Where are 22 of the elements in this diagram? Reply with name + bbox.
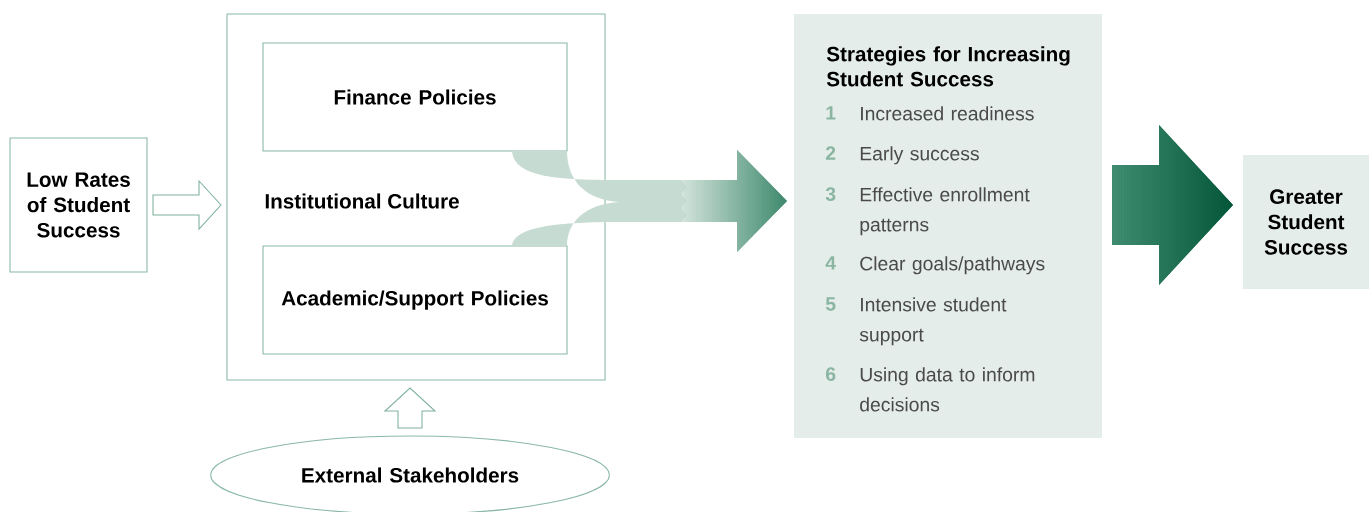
list-item: Increased readiness xyxy=(861,106,1034,121)
frame-title: Institutional Culture xyxy=(265,193,459,209)
item-number: 5 xyxy=(825,297,836,311)
list-item: Clear goals/pathways xyxy=(860,256,1045,275)
outline-arrow xyxy=(383,387,437,429)
list-item: Effective enrollment patterns xyxy=(860,187,1030,236)
item-number: 4 xyxy=(825,256,836,270)
process-box: Low Rates of Student Success xyxy=(9,137,148,273)
block-arrow xyxy=(1112,125,1233,285)
item-number: 2 xyxy=(825,146,836,160)
merging-arrow xyxy=(512,150,787,252)
outline-arrow xyxy=(152,179,222,231)
policy-box: Academic/Support Policies xyxy=(262,245,568,355)
list-item: Intensive student support xyxy=(859,297,1007,346)
item-number: 1 xyxy=(826,106,836,120)
panel-heading: Strategies for Increasing Student Success xyxy=(826,46,1070,87)
item-number: 6 xyxy=(826,367,836,381)
list-item: Using data to inform decisions xyxy=(860,367,1035,412)
outcome-box: Greater Student Success xyxy=(1243,155,1369,289)
policy-box: Finance Policies xyxy=(262,42,568,152)
item-number: 3 xyxy=(825,187,836,201)
list-item: Early success xyxy=(860,146,979,165)
